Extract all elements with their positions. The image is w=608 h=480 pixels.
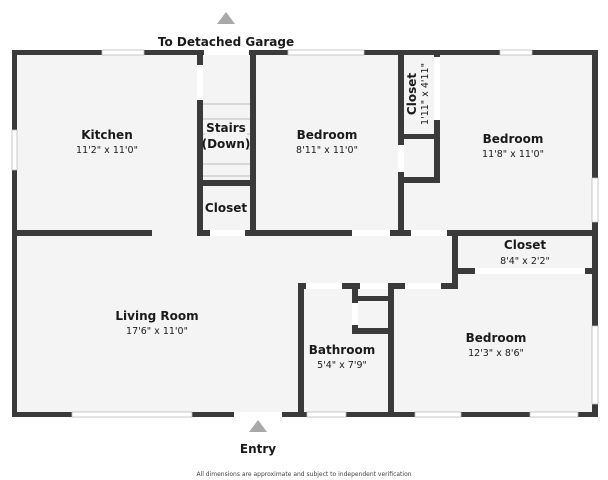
svg-text:12'3" x 8'6": 12'3" x 8'6" [468, 348, 524, 359]
room-closet-small: Closet 1'11" x 4'11" [405, 63, 431, 125]
room-living-room: Living Room 17'6" x 11'0" [115, 309, 198, 337]
svg-text:Bedroom: Bedroom [483, 132, 544, 146]
garage-arrow-icon [217, 12, 235, 24]
svg-text:Closet: Closet [205, 201, 247, 215]
room-bedroom-3: Bedroom 12'3" x 8'6" [466, 331, 527, 359]
openings [197, 50, 585, 417]
room-kitchen: Kitchen 11'2" x 11'0" [76, 128, 138, 156]
room-stairs: Stairs (Down) [202, 120, 251, 152]
svg-text:17'6" x 11'0": 17'6" x 11'0" [126, 326, 188, 337]
room-bedroom-2: Bedroom 11'8" x 11'0" [482, 132, 544, 160]
room-bedroom-1: Bedroom 8'11" x 11'0" [296, 128, 358, 156]
room-bathroom: Bathroom 5'4" x 7'9" [309, 343, 375, 371]
svg-text:11'8" x 11'0": 11'8" x 11'0" [482, 149, 544, 160]
svg-text:Stairs: Stairs [206, 121, 246, 135]
svg-text:11'2" x 11'0": 11'2" x 11'0" [76, 145, 138, 156]
disclaimer-note: All dimensions are approximate and subje… [196, 471, 411, 478]
garage-label: To Detached Garage [158, 35, 294, 49]
entry-label: Entry [240, 442, 276, 456]
svg-text:5'4" x 7'9": 5'4" x 7'9" [317, 360, 367, 371]
room-closet-hall: Closet 8'4" x 2'2" [500, 238, 550, 267]
svg-text:Closet: Closet [405, 73, 419, 115]
svg-text:8'11" x 11'0": 8'11" x 11'0" [296, 145, 358, 156]
svg-text:Bathroom: Bathroom [309, 343, 375, 357]
svg-text:Bedroom: Bedroom [466, 331, 527, 345]
room-closet-stairs: Closet [205, 201, 247, 215]
svg-text:1'11" x 4'11": 1'11" x 4'11" [420, 63, 431, 125]
svg-text:Living Room: Living Room [115, 309, 198, 323]
svg-text:Kitchen: Kitchen [81, 128, 133, 142]
windows [11, 49, 599, 418]
entry-arrow-icon [249, 420, 267, 432]
svg-text:Bedroom: Bedroom [297, 128, 358, 142]
svg-text:8'4" x 2'2": 8'4" x 2'2" [500, 256, 550, 267]
svg-text:(Down): (Down) [202, 137, 251, 151]
svg-text:Closet: Closet [504, 238, 546, 252]
